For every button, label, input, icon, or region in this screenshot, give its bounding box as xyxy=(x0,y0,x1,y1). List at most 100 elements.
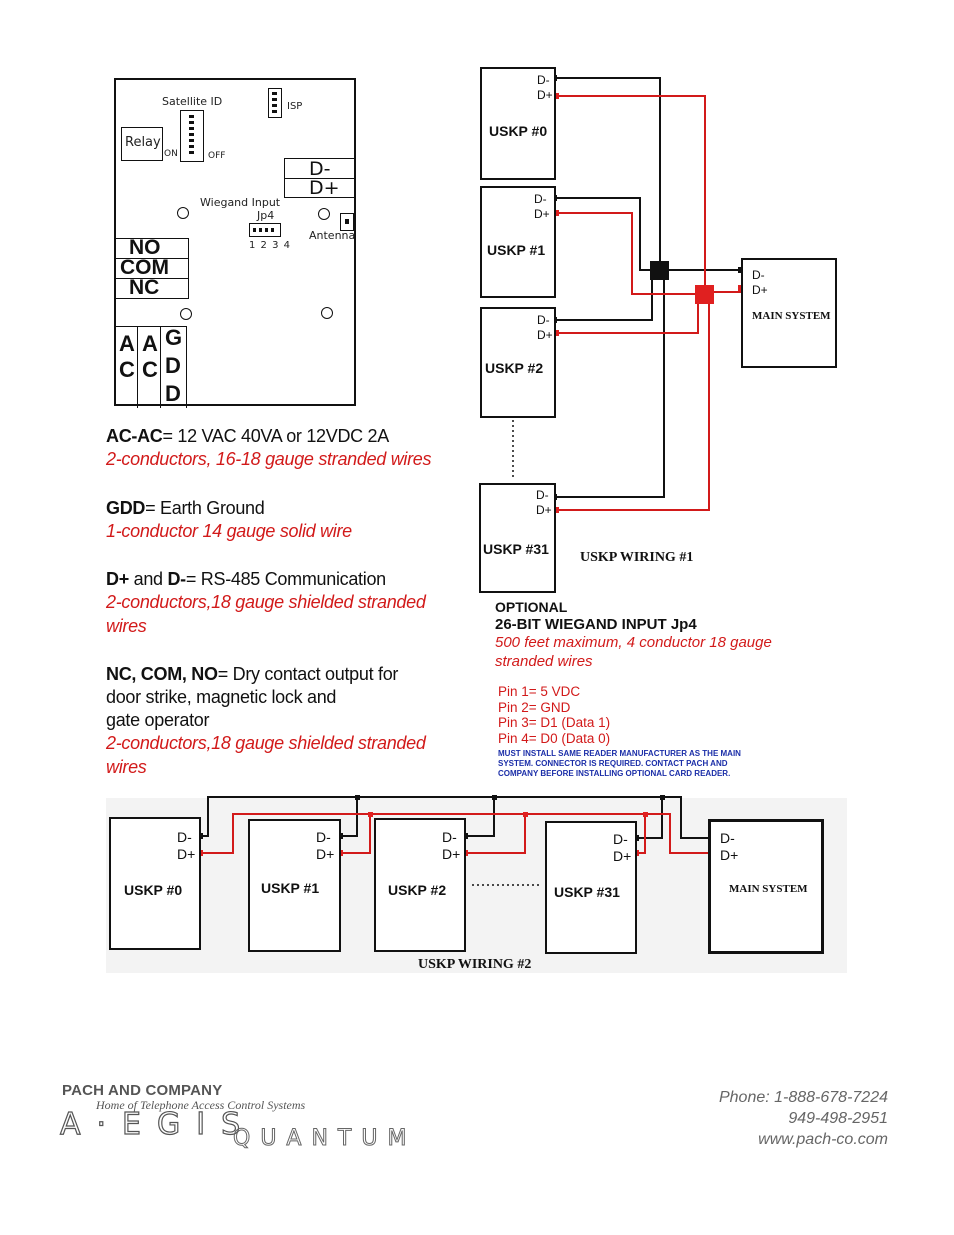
wire2-dminus-bus xyxy=(201,796,713,839)
terminal-com: COM xyxy=(120,256,169,279)
wire1-dplus-1 xyxy=(557,212,696,295)
uskp-0-dminus: D- xyxy=(537,73,550,87)
legend-rs485-wire: 2-conductors,18 gauge shielded stranded … xyxy=(106,592,426,636)
uskp-2-name: USKP #2 xyxy=(485,360,544,376)
uskp-2-dplus: D+ xyxy=(537,328,553,342)
relay-terminal: NO COM NC xyxy=(115,236,189,299)
wiegand-wire: 500 feet maximum, 4 conductor 18 gauge s… xyxy=(495,634,772,670)
satellite-id-switch xyxy=(180,110,204,162)
wiegand-input-label: Wiegand Input xyxy=(200,196,281,209)
wiegand-info: OPTIONAL 26-BIT WIEGAND INPUT Jp4 500 fe… xyxy=(495,599,795,671)
legend-ac-desc: = 12 VAC 40VA or 12VDC 2A xyxy=(162,426,390,446)
w2-uskp-31-dminus: D- xyxy=(613,831,628,847)
aegis-quantum-logo: A·EGIS QUANTUM xyxy=(58,1106,503,1151)
uskp-2-dminus: D- xyxy=(537,313,550,327)
footer-web[interactable]: www.pach-co.com xyxy=(758,1131,888,1148)
uskp-unit-31: D-D+ USKP #31 xyxy=(479,483,556,593)
w2-uskp-2-dplus: D+ xyxy=(442,846,461,862)
main1-dplus: D+ xyxy=(752,283,768,297)
main1-name: MAIN SYSTEM xyxy=(752,310,831,322)
jp4-label: Jp4 xyxy=(257,209,275,222)
main-system-1: D-D+ MAIN SYSTEM xyxy=(741,258,837,368)
terminal-gdd-g: G xyxy=(165,325,183,350)
terminal-d-minus: D- xyxy=(309,158,331,180)
uskp-unit-1: D-D+ USKP #1 xyxy=(480,186,556,298)
terminal-d-plus: D+ xyxy=(309,177,340,199)
w2-uskp-2-dminus: D- xyxy=(442,829,457,845)
legend-ac: AC-AC= 12 VAC 40VA or 12VDC 2A 2-conduct… xyxy=(106,426,456,471)
wire1-dminus-31 xyxy=(555,278,665,498)
wiegand-pin-3: Pin 3= D1 (Data 1) xyxy=(498,715,611,730)
legend-ac-label: AC-AC xyxy=(106,426,163,446)
wiring1-caption: USKP WIRING #1 xyxy=(580,550,694,565)
wiegand-pin-4: Pin 4= D0 (Data 0) xyxy=(498,730,611,746)
legend-relay-desc1: = Dry contact output for xyxy=(217,664,399,684)
wiring2-caption: USKP WIRING #2 xyxy=(418,957,532,972)
uskp-0-dplus: D+ xyxy=(537,88,553,102)
uskp-0-name: USKP #0 xyxy=(489,123,548,139)
wire2-dplus-bus xyxy=(200,813,713,854)
terminal-ac1-c: C xyxy=(119,357,135,382)
mount-hole xyxy=(180,308,192,320)
jp4-connector xyxy=(249,223,281,237)
legend-relay-label: NC, COM, NO xyxy=(106,664,218,684)
legend-relay-desc2: door strike, magnetic lock and xyxy=(106,687,337,707)
wiegand-pins: Pin 1= 5 VDC Pin 2= GND Pin 3= D1 (Data … xyxy=(498,684,610,746)
footer-phone2: 949-498-2951 xyxy=(788,1110,888,1127)
relay-label: Relay xyxy=(125,135,161,150)
w2-uskp-1-dplus: D+ xyxy=(316,846,335,862)
wiegand-pin-1: Pin 1= 5 VDC xyxy=(498,684,581,699)
wire2-dplus-31 xyxy=(637,814,646,854)
rs485-terminal: D- D+ xyxy=(284,158,356,199)
uskp-31-name: USKP #31 xyxy=(483,541,549,557)
wire1-dplus-2 xyxy=(557,302,699,334)
wire2-dminus-2 xyxy=(465,797,495,837)
wiegand-title: 26-BIT WIEGAND INPUT Jp4 xyxy=(495,616,697,633)
legend-rs485: D+ and D-= RS-485 Communication 2-conduc… xyxy=(106,569,451,638)
legend-ac-wire: 2-conductors, 16-18 gauge stranded wires xyxy=(106,449,432,469)
w2-uskp-unit-31: D-D+ USKP #31 xyxy=(545,821,637,954)
power-terminal: A C A C G D D xyxy=(115,325,187,408)
antenna-label: Antenna xyxy=(309,229,356,242)
wiegand-note: MUST INSTALL SAME READER MANUFACTURER AS… xyxy=(498,749,741,778)
terminal-no: NO xyxy=(129,236,161,259)
main1-dminus: D- xyxy=(752,268,765,282)
wire2-dminus-31 xyxy=(637,797,663,839)
relay-component xyxy=(121,127,163,161)
control-board: Satellite ID ON OFF ISP Relay D- D+ Wieg… xyxy=(114,78,356,408)
w2-uskp-0-name: USKP #0 xyxy=(124,882,183,898)
wiegand-optional: OPTIONAL xyxy=(495,599,568,615)
main2-dplus: D+ xyxy=(720,847,739,863)
logo-quantum: QUANTUM xyxy=(233,1126,416,1150)
w2-uskp-2-name: USKP #2 xyxy=(388,882,447,898)
legend-gdd-wire: 1-conductor 14 gauge solid wire xyxy=(106,521,352,541)
off-label: OFF xyxy=(208,151,226,161)
mount-hole xyxy=(318,208,330,220)
legend-and: and xyxy=(128,569,168,589)
w2-uskp-31-dplus: D+ xyxy=(613,848,632,864)
footer-contact: Phone: 1-888-678-7224 949-498-2951 www.p… xyxy=(719,1087,888,1150)
w2-uskp-0-dplus: D+ xyxy=(177,846,196,862)
legend-dminus: D- xyxy=(167,569,186,589)
wire2-dminus-1 xyxy=(341,797,358,837)
satellite-id-label: Satellite ID xyxy=(162,95,223,108)
w2-uskp-unit-1: D-D+ USKP #1 xyxy=(248,819,341,952)
wiegand-pin-2: Pin 2= GND xyxy=(498,699,571,715)
uskp-1-name: USKP #1 xyxy=(487,242,546,258)
wire2-dplus-1 xyxy=(340,814,371,854)
uskp-1-dminus: D- xyxy=(534,192,547,206)
company-name: PACH AND COMPANY xyxy=(62,1082,223,1099)
mount-hole xyxy=(321,307,333,319)
main-system-2: D-D+ MAIN SYSTEM xyxy=(708,819,824,954)
legend-relay-desc3: gate operator xyxy=(106,710,210,730)
legend-gdd-desc: = Earth Ground xyxy=(145,498,265,518)
wire2-dplus-2 xyxy=(465,814,526,854)
wire1-dminus-1 xyxy=(555,197,654,271)
terminal-ac1-a: A xyxy=(119,331,135,356)
footer-phone1: Phone: 1-888-678-7224 xyxy=(718,1089,888,1106)
legend-rs485-desc: = RS-485 Communication xyxy=(185,569,386,589)
company-tagline: Home of Telephone Access Control Systems xyxy=(96,1098,306,1112)
wire1-dplus-31 xyxy=(557,302,710,511)
